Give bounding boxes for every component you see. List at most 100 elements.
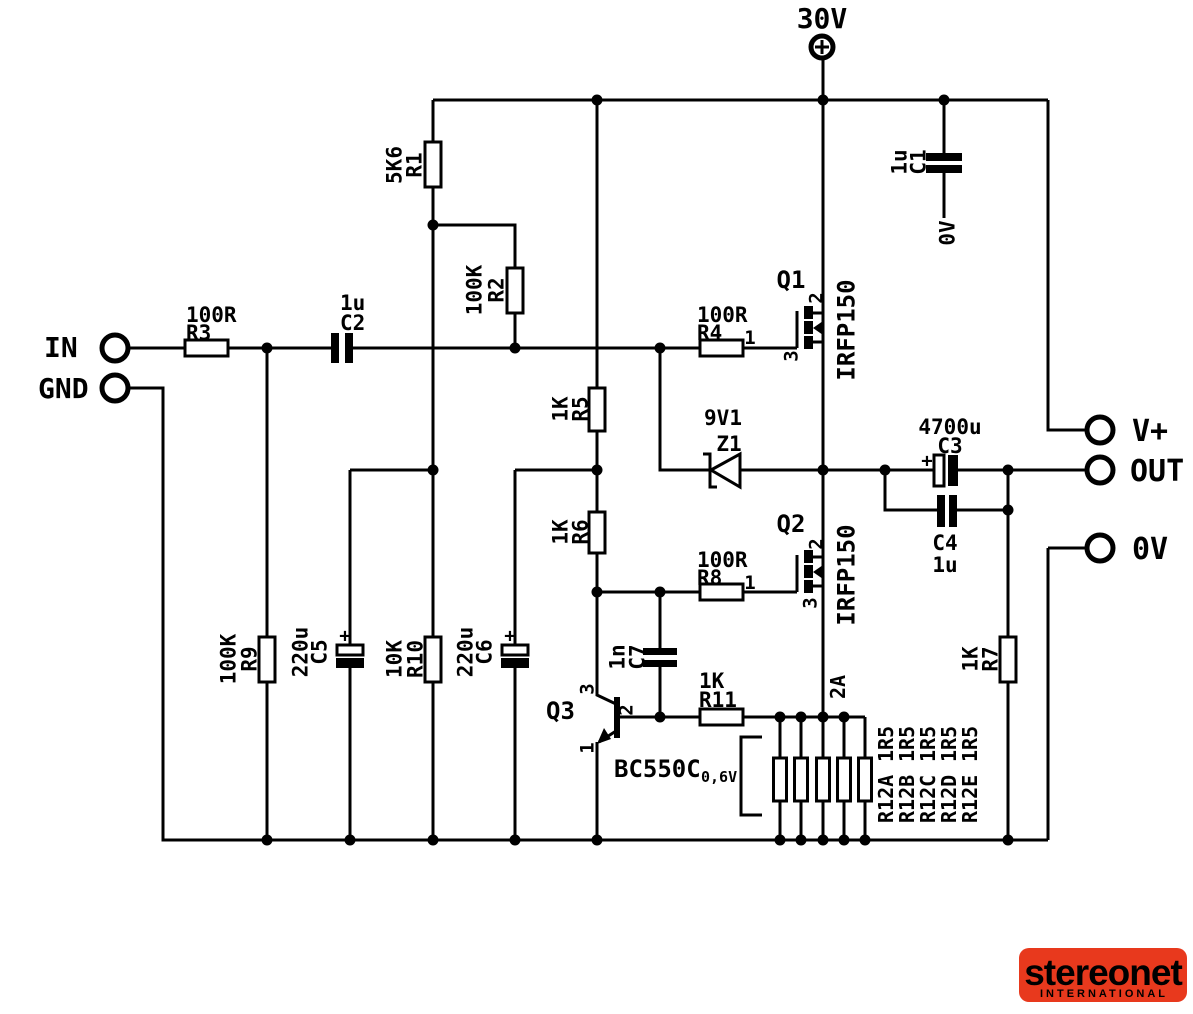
r8-ref: R8 (697, 566, 722, 590)
capacitor-c2: 1u C2 (331, 291, 365, 363)
r12e-value: 1R5 (958, 726, 982, 762)
terminal-in: IN (44, 331, 131, 364)
q1-pin2: 2 (806, 292, 828, 303)
q2-pin1: 1 (744, 572, 755, 594)
c1-value: 1u (887, 149, 911, 174)
terminal-supply-30v: 30V (797, 2, 847, 61)
capacitor-c5: + 220u C5 (288, 625, 365, 677)
r4-ref: R4 (697, 321, 722, 345)
r4-value: 100R (697, 303, 748, 327)
q3-pin3: 3 (577, 683, 599, 694)
q3-part: BC550C (614, 755, 701, 783)
q2-ref: Q2 (777, 510, 806, 538)
resistor-r8: 100R R8 (697, 548, 748, 602)
r3-value: 100R (186, 303, 237, 327)
r12a-ref: R12A (874, 775, 898, 823)
capacitor-c6: + 220u C6 (453, 625, 530, 678)
terminal-out: OUT (1084, 454, 1184, 489)
r12d-value: 1R5 (937, 726, 961, 762)
q3-emitter-arrow (597, 728, 611, 744)
zener-z1: 9V1 Z1 (703, 406, 742, 490)
r11-ref: R11 (699, 688, 737, 712)
r12-resistor-bank: 2A R12A 1R5 R12B 1R5 R12C 1R5 R12D 1R5 R… (739, 675, 982, 823)
capacitor-c4: C4 1u (932, 495, 958, 577)
r6-value: 1K (548, 519, 572, 545)
capacitor-c7: 1n C7 (605, 644, 677, 670)
out-terminal-icon (1084, 454, 1116, 486)
r9-value: 100K (216, 633, 240, 684)
out-label: OUT (1130, 454, 1184, 489)
c6-ref: C6 (472, 639, 496, 664)
r10-value: 10K (382, 640, 406, 678)
r1-value: 5K6 (382, 146, 406, 184)
resistor-r3: 100R R3 (183, 303, 237, 358)
c5-polarity: + (339, 625, 350, 647)
gnd-terminal-icon (99, 372, 131, 404)
resistor-r2: 100K R2 (462, 264, 525, 315)
q2-body-diode-arrow (813, 565, 823, 579)
r8-value: 100R (697, 548, 748, 572)
r2-ref: R2 (484, 277, 508, 302)
0v-terminal-icon (1084, 532, 1116, 564)
c6-polarity: + (504, 625, 515, 647)
q2-part: IRFP150 (832, 524, 860, 625)
r10-ref: R10 (403, 640, 427, 678)
r7-value: 1K (958, 646, 982, 672)
z1-ref: Z1 (716, 432, 741, 456)
c6-value: 220u (453, 627, 477, 678)
resistor-r10: 10K R10 (382, 635, 443, 684)
c2-value: 1u (340, 291, 365, 315)
q2-pin2: 2 (806, 538, 828, 549)
c3-value: 4700u (918, 415, 981, 439)
c1-node-label: 0V (935, 220, 959, 246)
vplus-terminal-icon (1084, 414, 1116, 446)
q1-body-diode-arrow (813, 321, 823, 335)
wires (128, 60, 1087, 842)
capacitor-c3: + 4700u C3 (918, 415, 982, 488)
q2-pin3: 3 (800, 597, 822, 608)
c7-value: 1n (605, 644, 629, 669)
r6-ref: R6 (568, 519, 592, 544)
terminal-gnd: GND (38, 372, 131, 405)
r12d-ref: R12D (937, 775, 961, 823)
c4-ref: C4 (932, 531, 957, 555)
q3-pin1: 1 (577, 742, 599, 753)
transistor-q3: Q3 BC550C 0,6V 3 2 1 (546, 592, 737, 840)
c7-ref: C7 (625, 644, 649, 669)
r3-ref: R3 (186, 321, 211, 345)
q3-annotation: 0,6V (701, 768, 737, 786)
c3-polarity: + (921, 450, 932, 472)
capacitor-c1: 1u C1 0V (887, 149, 962, 246)
r12c-ref: R12C (916, 775, 940, 823)
r12c-value: 1R5 (916, 726, 940, 762)
z1-value: 9V1 (704, 406, 742, 430)
c3-ref: C3 (937, 434, 962, 458)
c1-ref: C1 (906, 149, 930, 174)
q3-ref: Q3 (546, 697, 575, 725)
r1-ref: R1 (402, 152, 426, 177)
terminal-0v: 0V (1084, 532, 1168, 567)
resistor-r5: 1K R5 (548, 386, 607, 433)
mosfet-q2: Q2 IRFP150 1 2 3 (744, 510, 860, 626)
junction-dots (261, 94, 1014, 846)
r2-value: 100K (462, 264, 486, 315)
mosfet-q1: Q1 IRFP150 1 2 3 (744, 266, 860, 381)
c4-value: 1u (932, 553, 957, 577)
r12b-value: 1R5 (895, 726, 919, 762)
r7-ref: R7 (978, 646, 1002, 671)
gnd-label: GND (38, 372, 89, 405)
in-label: IN (44, 331, 78, 364)
r12e-ref: R12E (958, 775, 982, 823)
q1-ref: Q1 (777, 266, 806, 294)
r12a-value: 1R5 (874, 726, 898, 762)
0v-label: 0V (1132, 532, 1168, 567)
logo-subtitle-text: INTERNATIONAL (1040, 988, 1168, 1000)
in-terminal-icon (99, 332, 131, 364)
terminal-vplus: V+ (1084, 414, 1168, 449)
stereonet-logo: stereonet INTERNATIONAL (1019, 948, 1187, 1002)
logo-brand-text: stereonet (1024, 952, 1182, 993)
r9-ref: R9 (237, 646, 261, 671)
bank-bracket (739, 735, 762, 817)
